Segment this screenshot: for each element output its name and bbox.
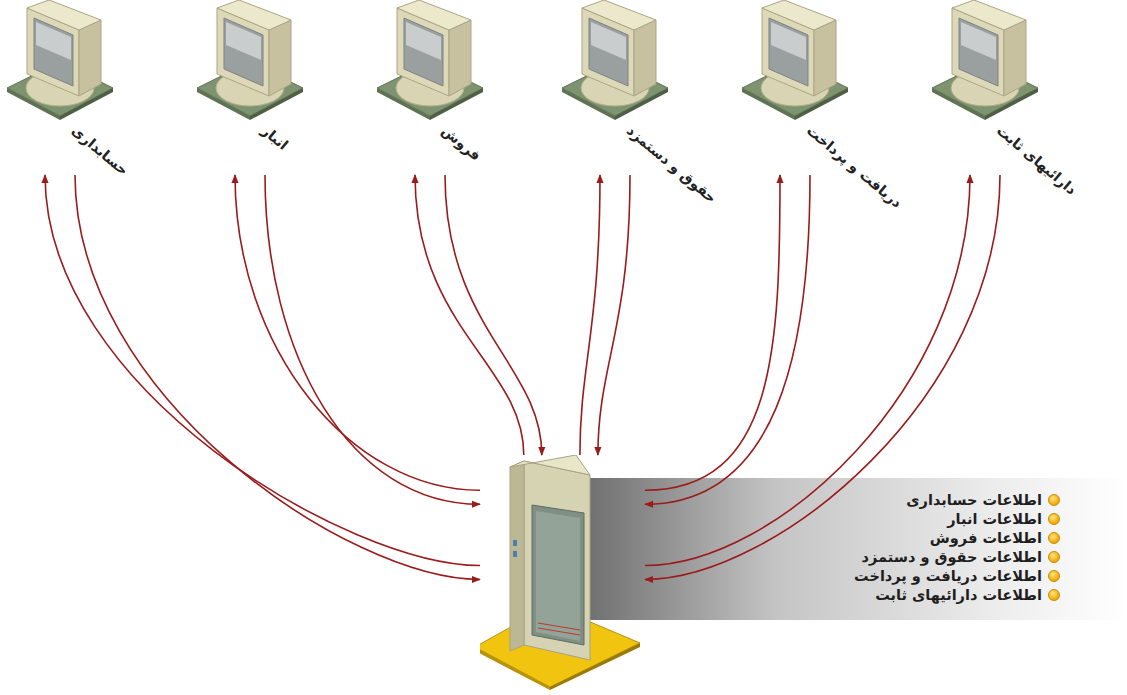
workstation-label: فروش	[439, 122, 484, 164]
data-flow-arrow	[645, 175, 780, 490]
monitor-icon	[560, 0, 670, 120]
info-row: اطلاعات حسابداری	[780, 491, 1060, 510]
server: اطلاعات حسابداریاطلاعات انباراطلاعات فرو…	[480, 455, 645, 690]
data-flow-arrow	[580, 175, 600, 455]
monitor-icon	[930, 0, 1040, 120]
bullet	[1048, 494, 1060, 506]
info-item: اطلاعات فروش	[930, 530, 1042, 546]
info-item: اطلاعات دریافت و پرداخت	[854, 568, 1042, 584]
info-item: اطلاعات حسابداری	[906, 492, 1042, 508]
monitor-icon	[195, 0, 305, 120]
info-panel	[585, 478, 1127, 620]
data-flow-arrow	[645, 175, 1000, 580]
workstation: حسابداری	[5, 0, 115, 175]
data-flow-arrow	[645, 175, 810, 504]
data-flow-arrow	[75, 175, 480, 580]
data-flow-arrow	[45, 175, 480, 566]
data-flow-arrow	[415, 175, 524, 455]
bullet	[1048, 570, 1060, 582]
bullet	[1048, 589, 1060, 601]
bullet	[1048, 551, 1060, 563]
bullet	[1048, 513, 1060, 525]
workstation: حقوق و دستمزد	[560, 0, 670, 175]
data-flow-arrow	[598, 175, 630, 455]
workstation: دریافت و پرداخت	[740, 0, 850, 175]
workstation-label: انبار	[259, 122, 292, 153]
monitor-icon	[5, 0, 115, 120]
data-flow-arrow	[235, 175, 480, 490]
monitor-icon	[740, 0, 850, 120]
info-item: اطلاعات انبار	[947, 511, 1042, 527]
server-icon	[480, 455, 645, 690]
info-row: اطلاعات دارائیهای ثابت	[780, 586, 1060, 605]
info-row: اطلاعات فروش	[780, 529, 1060, 548]
info-row: اطلاعات انبار	[780, 510, 1060, 529]
workstation: انبار	[195, 0, 305, 175]
info-item: اطلاعات حقوق و دستمزد	[862, 549, 1042, 565]
workstation: فروش	[375, 0, 485, 175]
info-row: اطلاعات دریافت و پرداخت	[780, 567, 1060, 586]
monitor-icon	[375, 0, 485, 120]
workstation-label: دریافت و پرداخت	[804, 122, 905, 211]
workstation: دارائیهای ثابت	[930, 0, 1040, 175]
data-flow-arrow	[265, 175, 480, 504]
info-item: اطلاعات دارائیهای ثابت	[875, 587, 1042, 603]
info-row: اطلاعات حقوق و دستمزد	[780, 548, 1060, 567]
workstation-label: دارائیهای ثابت	[994, 122, 1080, 198]
data-flow-arrow	[445, 175, 542, 455]
workstation-label: حسابداری	[69, 122, 132, 178]
workstation-label: حقوق و دستمزد	[624, 122, 720, 206]
bullet	[1048, 532, 1060, 544]
info-list: اطلاعات حسابداری اطلاعات انبار اطلاعات فرو…	[780, 491, 1060, 605]
